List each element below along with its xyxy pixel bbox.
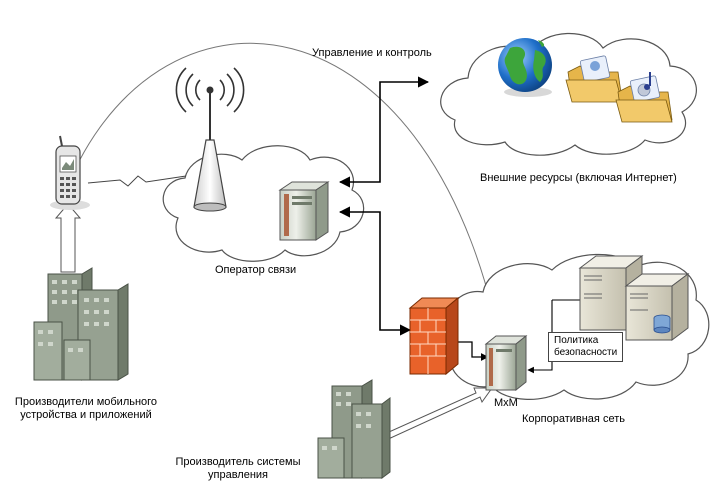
firewall-icon bbox=[408, 296, 460, 376]
globe-icon bbox=[498, 38, 552, 97]
radio-tower-icon bbox=[175, 67, 245, 212]
corporate-network-label: Корпоративная сеть bbox=[522, 413, 625, 425]
security-policy-line2: безопасности bbox=[554, 347, 618, 358]
server-icon bbox=[278, 181, 330, 241]
mxm-label: MxM bbox=[494, 397, 518, 409]
database-server-icon bbox=[578, 255, 690, 341]
control-label: Управление и контроль bbox=[312, 47, 432, 59]
operator-label: Оператор связи bbox=[215, 264, 297, 276]
firewall-mxm-arrow bbox=[458, 341, 489, 361]
wireless-link bbox=[87, 175, 187, 187]
operator-firewall-arrow bbox=[338, 206, 412, 336]
system-producer-to-mxm-arrow bbox=[379, 387, 493, 442]
operator-cloud bbox=[162, 145, 365, 262]
folder-people-icon bbox=[565, 55, 623, 103]
producers-label-line1: Производители мобильного bbox=[14, 396, 158, 408]
mxm-server-icon bbox=[484, 334, 528, 392]
producers-label-line2: устройства и приложений bbox=[20, 409, 152, 421]
system-producer-label-line2: управления bbox=[208, 469, 268, 481]
office-buildings-icon bbox=[33, 267, 129, 381]
producers-to-phone-arrow bbox=[54, 203, 82, 273]
system-producer-buildings-icon bbox=[317, 379, 391, 479]
security-policy-line1: Политика bbox=[554, 335, 599, 346]
system-producer-label: Производитель системы управления bbox=[168, 456, 308, 482]
folder-music-icon bbox=[615, 72, 673, 123]
external-resources-label: Внешние ресурсы (включая Интернет) bbox=[480, 172, 677, 184]
control-arc bbox=[61, 42, 506, 371]
policy-mxm-arrow bbox=[527, 300, 553, 374]
producers-label: Производители мобильного устройства и пр… bbox=[6, 396, 166, 422]
control-arrow bbox=[338, 76, 430, 188]
system-producer-label-line1: Производитель системы bbox=[175, 456, 301, 468]
security-policy-note: Политика безопасности bbox=[548, 332, 624, 362]
mobile-phone-icon bbox=[50, 135, 90, 210]
